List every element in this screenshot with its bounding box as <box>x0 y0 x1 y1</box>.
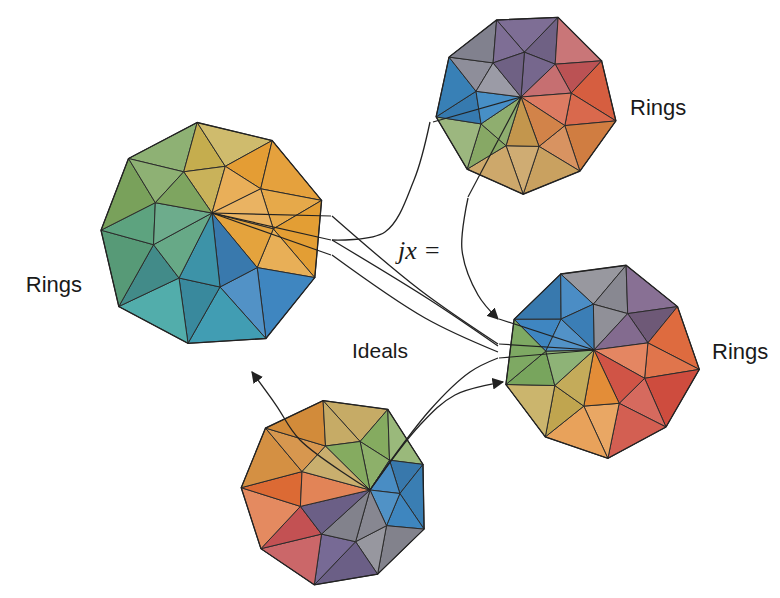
polyhedron-face <box>155 172 212 213</box>
polyhedron-outline <box>241 401 424 585</box>
polyhedron-figure <box>241 401 424 585</box>
polyhedron-face <box>370 460 400 493</box>
spoke-line <box>212 213 331 216</box>
polyhedron-face <box>436 117 481 169</box>
spoke-line <box>499 319 594 350</box>
polyhedron-face <box>521 64 571 97</box>
polyhedron-shape <box>430 8 620 198</box>
polyhedron-outline <box>436 17 616 194</box>
polyhedron-face <box>257 268 315 339</box>
free-label: Ideals <box>352 338 408 363</box>
polyhedron-outline <box>506 265 699 458</box>
polyhedron-face <box>449 20 497 63</box>
node-label: Rings <box>26 272 82 298</box>
polyhedron-face <box>546 350 594 386</box>
edge-label: jx = <box>395 236 444 266</box>
polyhedron-node: Rings <box>92 115 332 355</box>
polyhedron-node: Rings <box>498 258 702 462</box>
spoke-line <box>499 350 594 358</box>
connector <box>332 216 498 344</box>
polyhedron-face <box>323 401 360 446</box>
polyhedron-face <box>493 52 524 97</box>
polyhedron-outline <box>101 123 322 344</box>
polyhedron-face <box>565 93 616 126</box>
polyhedron-shape <box>498 258 702 462</box>
curved-lines <box>252 240 503 490</box>
spoke-line <box>212 213 331 240</box>
polyhedron-face <box>555 17 601 64</box>
spoke-line <box>499 344 594 350</box>
spoke-line <box>433 97 521 122</box>
curved-line <box>370 382 503 490</box>
connector <box>462 198 498 319</box>
node-label: Rings <box>630 95 686 121</box>
curved-line <box>332 255 498 352</box>
connector <box>332 122 430 240</box>
polyhedron-face <box>626 265 677 313</box>
curved-line <box>252 372 370 490</box>
curved-line <box>370 358 498 490</box>
polyhedron-node: Rings <box>430 8 620 198</box>
polyhedron-face <box>506 385 555 437</box>
spoke-line <box>468 97 521 197</box>
node-label: Rings <box>712 339 768 365</box>
polyhedron-face <box>561 304 594 350</box>
spoke-line <box>212 213 331 255</box>
polyhedron-shape <box>92 115 332 355</box>
